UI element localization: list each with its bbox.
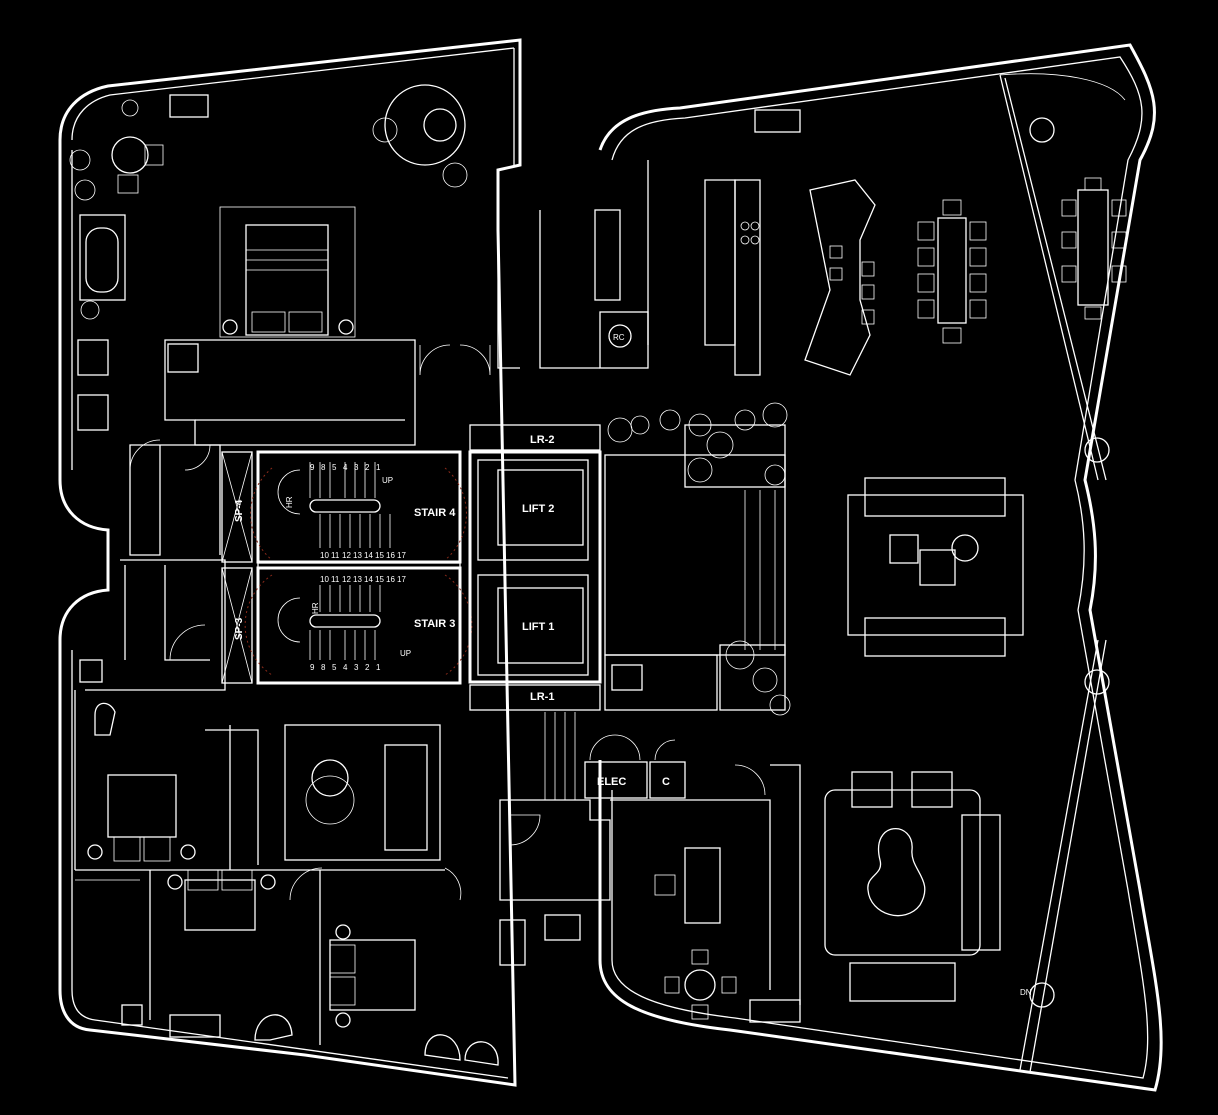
stair-3-up: UP [400,649,411,658]
stair-step-number: 17 [397,575,406,584]
stair-step-number: 15 [375,551,384,560]
sp-4-label: SP-4 [234,499,245,522]
stair-step-number: 13 [353,551,362,560]
lift-1 [477,574,589,676]
lift-1-label: LIFT 1 [522,621,554,633]
elec-label: ELEC [597,776,626,788]
lift-2 [477,459,589,561]
shaft-sp-4 [221,451,253,563]
stair-step-number: 10 [320,575,329,584]
lr-1-label: LR-1 [530,691,554,703]
stair-step-number: 10 [320,551,329,560]
stair-step-number: 4 [343,663,348,672]
planters [69,99,791,716]
stair-step-number: 3 [354,663,359,672]
stair-4-up: UP [382,476,393,485]
stair-3-hr: HR [311,602,320,614]
stair-step-number: 13 [353,575,362,584]
shaft-sp-3 [221,567,253,684]
stair-step-number: 5 [332,663,337,672]
stair-step-number: 15 [375,575,384,584]
c-label: C [662,776,670,788]
stair-step-number: 3 [354,463,359,472]
stair-step-number: 1 [376,463,381,472]
east-wing: RC [499,43,1163,1092]
stair-step-number: 12 [342,575,351,584]
sp-3-label: SP-3 [234,617,245,640]
stair-3-label: STAIR 3 [414,618,455,630]
stair-step-number: 9 [310,663,315,672]
lr-2-label: LR-2 [530,434,554,446]
stair-step-number: 8 [321,663,326,672]
rc-label: RC [613,333,625,342]
stair-step-number: 1 [376,663,381,672]
stair-step-number: 11 [331,575,340,584]
stair-step-number: 9 [310,463,315,472]
stair-step-number: 14 [364,551,373,560]
stair-step-number: 2 [365,663,370,672]
west-wing [58,38,611,1087]
dn-label: DN [1020,988,1032,997]
stair-step-number: 16 [386,551,395,560]
room-elec [584,761,648,799]
stair-step-number: 5 [332,463,337,472]
lobby-lr-2 [469,424,601,451]
stair-step-number: 17 [397,551,406,560]
stair-4-label: STAIR 4 [414,507,456,519]
stair-step-number: 16 [386,575,395,584]
room-c [649,761,686,799]
stair-step-number: 11 [331,551,340,560]
lobby-lr-1 [469,684,601,711]
stair-step-number: 12 [342,551,351,560]
stair-step-number: 4 [343,463,348,472]
stair-4-hr: HR [285,496,294,508]
lift-2-label: LIFT 2 [522,503,554,515]
stair-step-number: 8 [321,463,326,472]
stair-step-number: 2 [365,463,370,472]
stair-step-number: 14 [364,575,373,584]
